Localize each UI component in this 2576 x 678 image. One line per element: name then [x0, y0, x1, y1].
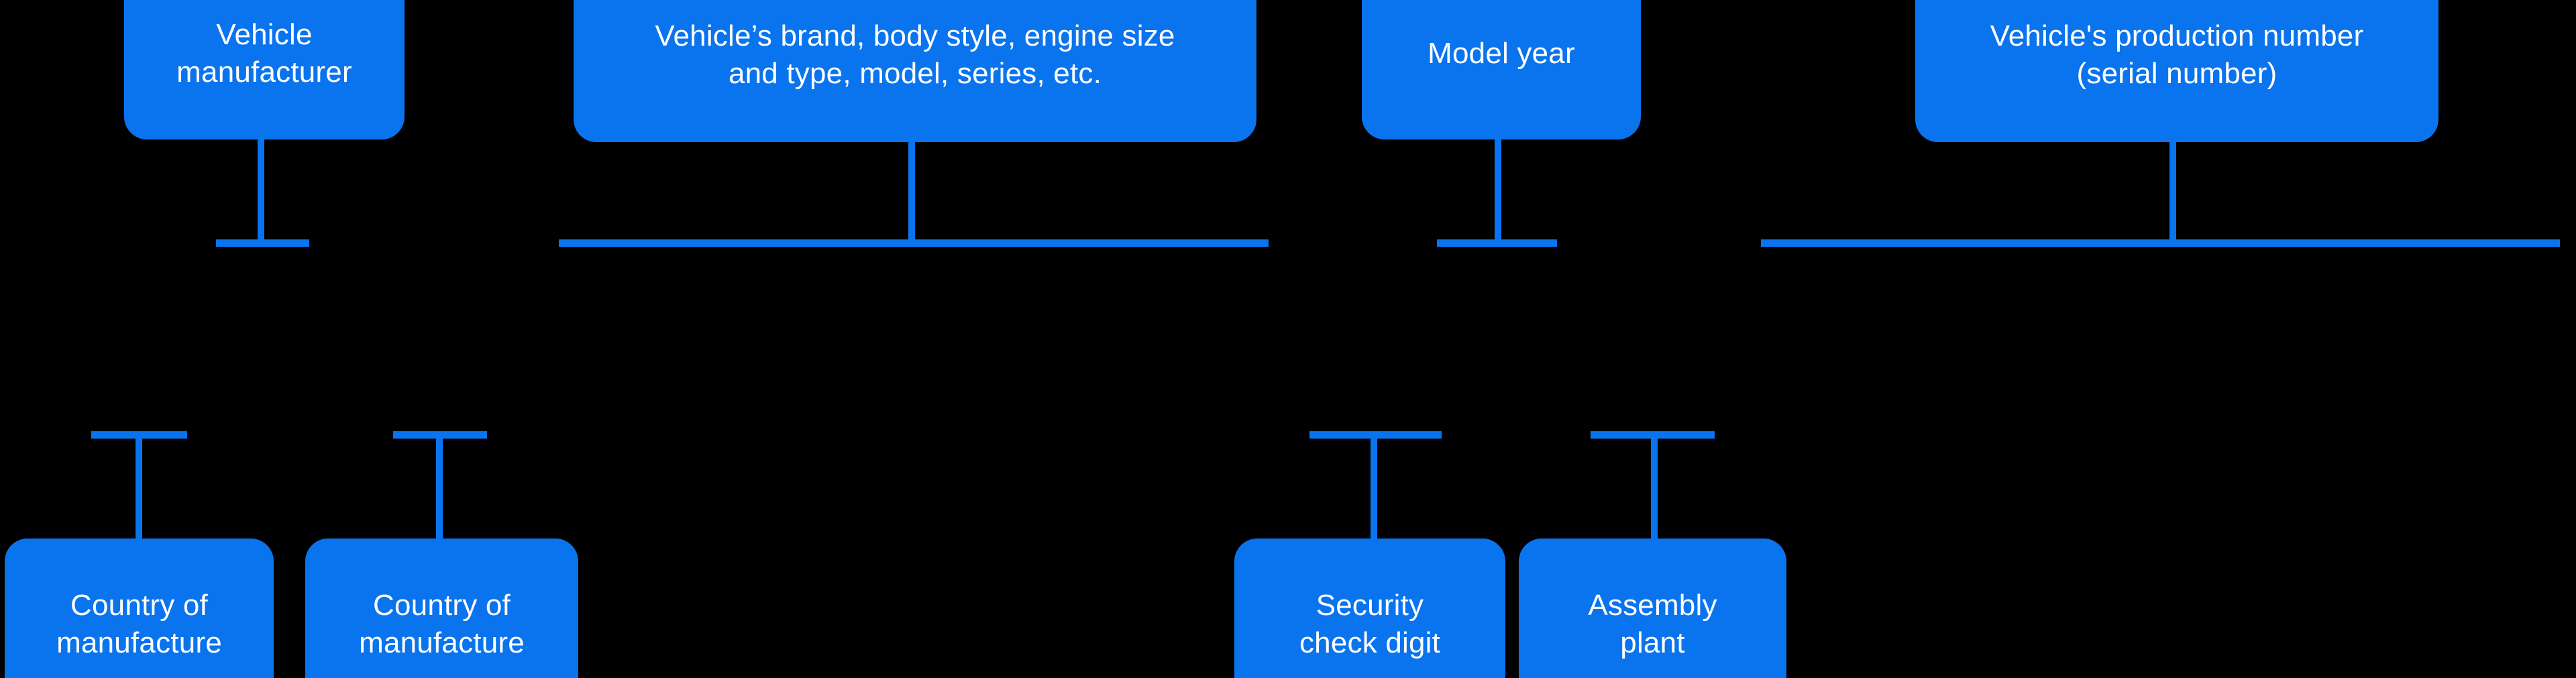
- node-model-year[interactable]: Model year: [1362, 0, 1641, 139]
- node-country-of-manufacture-2[interactable]: Country of manufacture: [305, 539, 578, 678]
- connector-bar-manufacturer: [216, 239, 309, 247]
- node-vehicle-attributes[interactable]: Vehicle’s brand, body style, engine size…: [574, 0, 1256, 142]
- connector-stem-manufacturer: [258, 139, 264, 239]
- connector-bar-model-year: [1437, 239, 1557, 247]
- node-country-of-manufacture-1[interactable]: Country of manufacture: [5, 539, 274, 678]
- connector-stem-production: [2169, 142, 2176, 239]
- connector-stem-model-year: [1495, 139, 1501, 239]
- connector-stem-country-2: [436, 431, 443, 541]
- connector-stem-country-1: [136, 431, 142, 541]
- node-security-check-digit[interactable]: Security check digit: [1234, 539, 1505, 678]
- connector-stem-attributes: [908, 142, 915, 239]
- connector-stem-assembly: [1651, 431, 1658, 541]
- node-assembly-plant[interactable]: Assembly plant: [1519, 539, 1786, 678]
- connector-bar-attributes: [559, 239, 1269, 247]
- node-production-number[interactable]: Vehicle's production number (serial numb…: [1915, 0, 2438, 142]
- node-vehicle-manufacturer[interactable]: Vehicle manufacturer: [124, 0, 405, 139]
- connector-bar-production: [1761, 239, 2560, 247]
- connector-stem-security: [1371, 431, 1377, 541]
